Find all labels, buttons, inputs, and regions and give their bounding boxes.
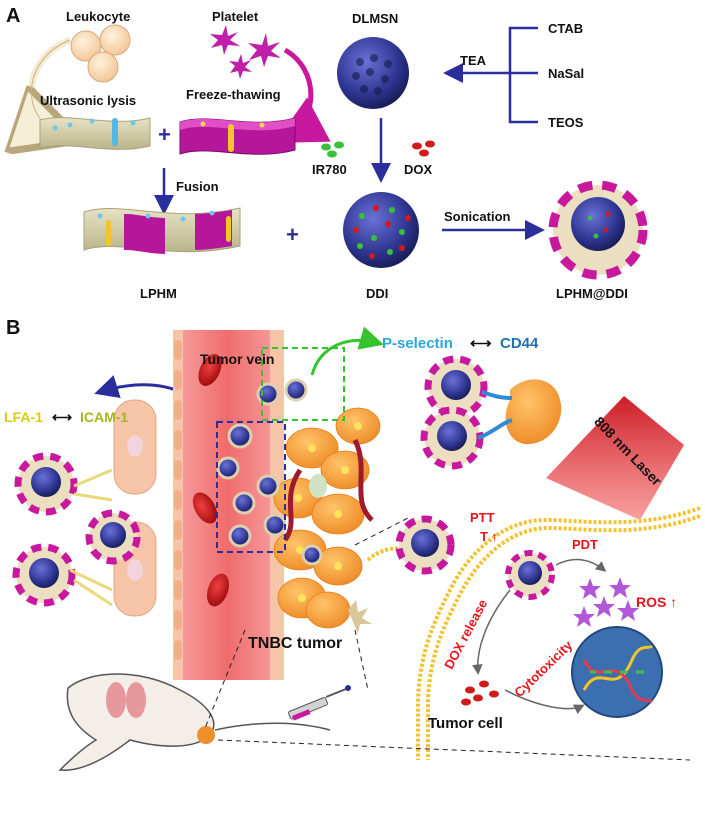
lfa1-label: LFA-1 bbox=[4, 409, 43, 425]
nucleus-dna-icon bbox=[571, 626, 663, 718]
circulating-nanoparticles bbox=[216, 378, 323, 566]
teos-label: TEOS bbox=[548, 115, 584, 130]
freeze-curved-arrow bbox=[274, 47, 331, 144]
platelet-cells-icon bbox=[210, 25, 281, 79]
syringe-icon bbox=[288, 685, 351, 721]
tumor-cell-label: Tumor cell bbox=[428, 715, 503, 732]
ddi-sphere bbox=[343, 192, 419, 268]
lfa1-link-icon: ⟷ bbox=[52, 409, 73, 425]
leukocyte-label: Leukocyte bbox=[66, 9, 131, 24]
tea-label: TEA bbox=[460, 53, 486, 68]
platelet-label: Platelet bbox=[212, 9, 259, 24]
icam1-label: ICAM-1 bbox=[80, 409, 129, 425]
ultrasonic-lysis-label: Ultrasonic lysis bbox=[40, 93, 137, 108]
leukocyte-binding-nanoparticles bbox=[12, 452, 141, 607]
laser-beam bbox=[546, 396, 684, 520]
dox-release-arrow bbox=[472, 589, 511, 675]
lphm-ddi-nanoparticle bbox=[548, 180, 648, 280]
ir780-drops-icon bbox=[321, 141, 344, 158]
platelet-membrane-sheet bbox=[179, 117, 296, 155]
ros-up-label: ROS ↑ bbox=[636, 594, 678, 610]
dox-label: DOX bbox=[404, 162, 433, 177]
tnbc-tumor-label: TNBC tumor bbox=[248, 635, 343, 652]
freeze-thawing-label: Freeze-thawing bbox=[186, 87, 281, 102]
uptake-nanoparticle bbox=[395, 515, 455, 575]
dox-drops-icon bbox=[412, 140, 435, 157]
leukocyte-cells-icon bbox=[70, 24, 131, 83]
green-pointer-arrow bbox=[310, 326, 384, 376]
nasal-label: NaSal bbox=[548, 66, 585, 81]
ptt-label: PTT bbox=[470, 510, 495, 525]
sonication-label: Sonication bbox=[444, 209, 511, 224]
leukocyte-membrane-sheet bbox=[39, 117, 151, 150]
released-dox-icon bbox=[461, 680, 499, 706]
dlmsn-sphere bbox=[337, 37, 409, 109]
red-blood-cells-icon bbox=[192, 354, 230, 607]
tumor-cell-membrane bbox=[416, 506, 701, 760]
p-selectin-binding-detail bbox=[420, 355, 562, 470]
dlmsn-label: DLMSN bbox=[352, 11, 399, 26]
fusion-label: Fusion bbox=[176, 179, 219, 194]
endothelial-cells-left bbox=[113, 399, 157, 617]
blood-vessel bbox=[173, 330, 284, 680]
lphm-label: LPHM bbox=[140, 286, 177, 301]
plus-sign-2: + bbox=[286, 222, 299, 247]
tumor-vein-label: Tumor vein bbox=[200, 351, 275, 367]
lfa-zoom-box bbox=[216, 421, 286, 553]
reagent-bracket bbox=[508, 26, 538, 124]
plus-sign-1: + bbox=[158, 122, 171, 147]
p-selectin-label: P-selectin bbox=[382, 335, 453, 352]
tumor-cluster bbox=[273, 407, 381, 634]
p-selectin-zoom-box bbox=[261, 347, 345, 421]
pdt-arrow bbox=[555, 558, 607, 572]
p-selectin-link-icon: ⟷ bbox=[470, 335, 492, 352]
lphm-hybrid-membrane bbox=[83, 207, 241, 254]
ctab-label: CTAB bbox=[548, 21, 584, 36]
cytotoxicity-arrow bbox=[504, 689, 585, 715]
lphm-ddi-label: LPHM@DDI bbox=[556, 286, 628, 301]
panel-a-label: A bbox=[6, 5, 21, 27]
internalized-nanoparticle bbox=[505, 550, 555, 600]
ros-star-icon bbox=[573, 577, 639, 627]
ir780-label: IR780 bbox=[312, 162, 347, 177]
temperature-up-label: T ↑ bbox=[480, 529, 499, 544]
mouse-icon bbox=[58, 673, 331, 771]
ddi-label: DDI bbox=[366, 286, 389, 301]
cd44-label: CD44 bbox=[500, 335, 539, 352]
panel-b-label: B bbox=[6, 317, 21, 339]
pdt-label: PDT bbox=[572, 537, 598, 552]
